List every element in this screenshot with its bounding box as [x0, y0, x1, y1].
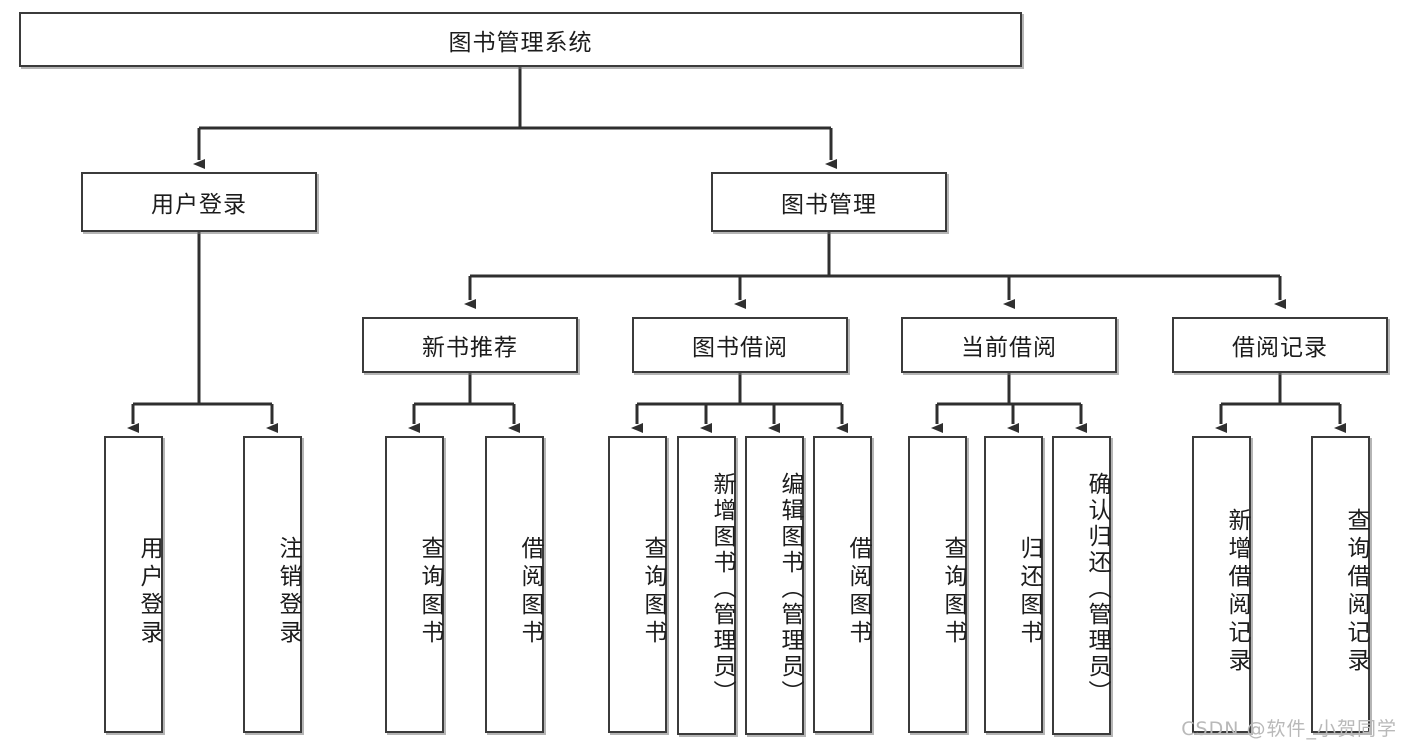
node-leaf-borrow-book-1[interactable]: 借阅图书: [485, 436, 544, 733]
node-new-book-rec[interactable]: 新书推荐: [362, 317, 578, 373]
node-label: 确认归还（管理员）: [1084, 471, 1110, 706]
node-root[interactable]: 图书管理系统: [19, 12, 1022, 67]
node-label: 借阅记录: [1232, 335, 1328, 361]
node-label: 查询图书: [417, 535, 443, 648]
node-label: 查询图书: [640, 535, 666, 648]
node-label: 归还图书: [1016, 535, 1042, 648]
node-book-manage[interactable]: 图书管理: [711, 172, 947, 232]
node-leaf-query-book-2[interactable]: 查询图书: [608, 436, 667, 733]
node-label: 注销登录: [275, 535, 301, 648]
node-book-borrow[interactable]: 图书借阅: [632, 317, 848, 373]
node-label: 新书推荐: [422, 335, 518, 361]
node-label: 编辑图书（管理员）: [777, 471, 803, 706]
node-user-login[interactable]: 用户登录: [81, 172, 317, 232]
node-leaf-query-book-3[interactable]: 查询图书: [908, 436, 967, 733]
node-label: 图书管理: [781, 192, 877, 218]
node-label: 当前借阅: [961, 335, 1057, 361]
node-label: 借阅图书: [517, 535, 543, 648]
node-label: 查询借阅记录: [1343, 507, 1369, 676]
node-leaf-return-book[interactable]: 归还图书: [984, 436, 1043, 733]
node-label: 图书借阅: [692, 335, 788, 361]
node-label: 图书管理系统: [448, 29, 593, 56]
node-leaf-add-record[interactable]: 新增借阅记录: [1192, 436, 1251, 733]
node-leaf-add-book[interactable]: 新增图书（管理员）: [677, 436, 736, 735]
node-leaf-query-book-1[interactable]: 查询图书: [385, 436, 444, 733]
node-label: 查询图书: [940, 535, 966, 648]
node-label: 新增图书（管理员）: [709, 471, 735, 706]
node-leaf-confirm-return[interactable]: 确认归还（管理员）: [1052, 436, 1111, 735]
node-borrow-record[interactable]: 借阅记录: [1172, 317, 1388, 373]
node-label: 新增借阅记录: [1224, 507, 1250, 676]
node-current-borrow[interactable]: 当前借阅: [901, 317, 1117, 373]
node-leaf-user-login[interactable]: 用户登录: [104, 436, 163, 733]
node-leaf-query-record[interactable]: 查询借阅记录: [1311, 436, 1370, 733]
node-label: 用户登录: [151, 192, 247, 218]
node-leaf-user-logout[interactable]: 注销登录: [243, 436, 302, 733]
node-label: 借阅图书: [845, 535, 871, 648]
node-leaf-borrow-book-2[interactable]: 借阅图书: [813, 436, 872, 733]
csdn-watermark: CSDN @软件_小贺同学: [1181, 718, 1397, 740]
node-label: 用户登录: [136, 535, 162, 648]
node-leaf-edit-book[interactable]: 编辑图书（管理员）: [745, 436, 804, 735]
